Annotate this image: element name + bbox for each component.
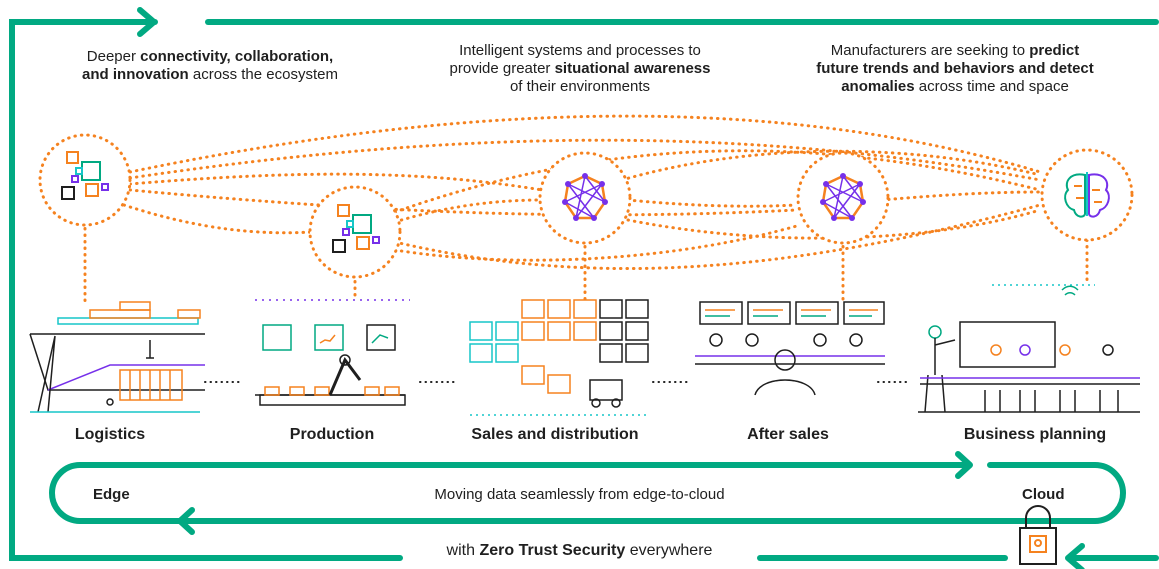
zero-trust-text: with Zero Trust Security everywhere: [436, 542, 723, 559]
stage-label-logistics: Logistics: [74, 426, 146, 443]
header-center-text: Intelligent systems and processes to pro…: [449, 42, 711, 95]
header-left-text: Deeper connectivity, collaboration, and …: [82, 48, 338, 83]
edge-to-cloud-text: Moving data seamlessly from edge-to-clou…: [434, 486, 725, 503]
arrow-right-icon: [137, 7, 157, 37]
call-center-icon: [695, 301, 885, 396]
edge-label: Edge: [93, 486, 130, 503]
cloud-label: Cloud: [1022, 486, 1065, 503]
stage-label-after-sales: After sales: [747, 426, 829, 443]
arrow-left-icon: [1065, 543, 1085, 569]
ai-brain-icon: [1064, 172, 1110, 218]
warehouse-forklift-icon: [469, 299, 650, 416]
edge-cloud-loop: [49, 462, 1126, 524]
cargo-ship-icon: [29, 301, 205, 413]
mesh-network-icon: [820, 173, 866, 221]
arrow-right-icon: [955, 451, 973, 479]
padlock-icon: [1019, 505, 1057, 565]
meeting-room-icon: [918, 284, 1140, 413]
mesh-network-icon: [562, 173, 608, 221]
outer-frame: [9, 19, 1159, 561]
arrow-left-icon: [177, 507, 195, 535]
stage-label-production: Production: [289, 426, 375, 443]
squares-cluster-icon: [61, 151, 109, 200]
squares-cluster-icon: [332, 204, 380, 253]
stage-label-sales-distribution: Sales and distribution: [471, 426, 639, 443]
node-connections: [83, 114, 1089, 307]
factory-robot-icon: [255, 299, 410, 406]
stage-label-business-planning: Business planning: [963, 426, 1107, 443]
header-right-text: Manufacturers are seeking to predict fut…: [816, 42, 1094, 95]
zero-trust-footer: with Zero Trust Security everywhere: [0, 542, 1159, 560]
